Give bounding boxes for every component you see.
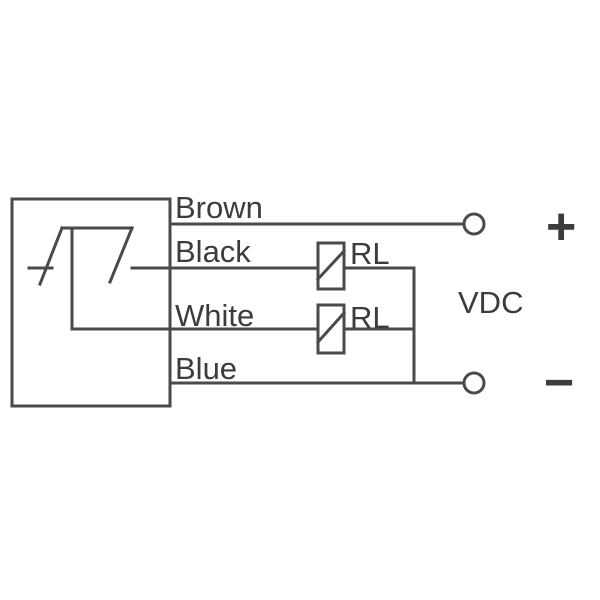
relay-label-lower: RL (350, 300, 390, 335)
white-wire-label: White (175, 298, 254, 333)
blue-wire-label: Blue (175, 351, 237, 386)
negative-terminal (462, 371, 486, 395)
relay-coil-lower (315, 303, 347, 355)
black-wire-label: Black (175, 234, 251, 269)
switch-contacts (27, 226, 172, 331)
relay-coil-upper (315, 241, 347, 291)
positive-sign: + (546, 198, 576, 256)
sensor-housing (10, 197, 172, 408)
supply-label: VDC (458, 285, 523, 320)
brown-wire-label: Brown (175, 190, 263, 225)
positive-terminal (462, 212, 486, 236)
negative-sign: − (544, 354, 574, 412)
relay-label-upper: RL (350, 236, 390, 271)
